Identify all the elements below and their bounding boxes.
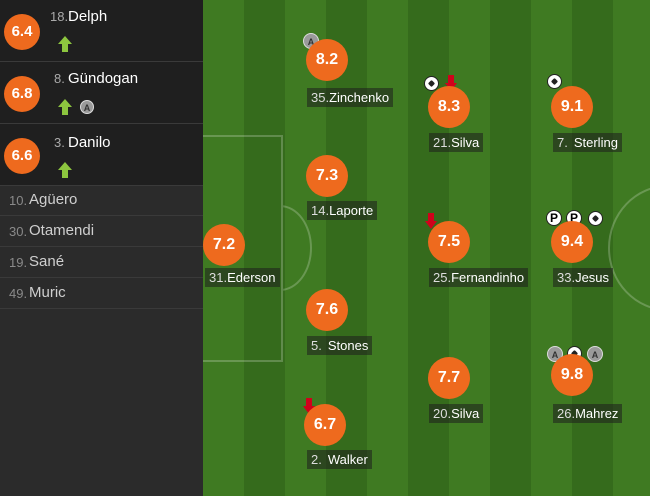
rating-badge: 9.8 bbox=[551, 354, 593, 396]
goal-icon bbox=[547, 74, 562, 89]
shirt-number: 10. bbox=[9, 193, 28, 208]
substitutes-panel: 6.4 18. Delph 6.8 8. Gündogan A 6.6 3. D… bbox=[0, 0, 203, 496]
rating-badge: 6.7 bbox=[304, 404, 346, 446]
player-label: 33.Jesus bbox=[553, 268, 614, 287]
rating-badge: 8.3 bbox=[428, 86, 470, 128]
player-name: Silva bbox=[451, 135, 480, 150]
player-name: Agüero bbox=[29, 191, 78, 208]
shirt-number: 8. bbox=[54, 71, 65, 86]
pitch: 7.2 31.Ederson A 8.2 35.Zinchenko 7.3 14… bbox=[203, 0, 650, 496]
shirt-number: 19. bbox=[9, 255, 28, 270]
sub-on-icon bbox=[58, 36, 72, 52]
player-name: Walker bbox=[327, 452, 368, 467]
player-name: Danilo bbox=[68, 134, 111, 151]
player-name: Zinchenko bbox=[329, 90, 390, 105]
player-label: 26.Mahrez bbox=[553, 404, 623, 423]
assist-icon: A bbox=[80, 100, 94, 114]
player-name: Ederson bbox=[227, 270, 276, 285]
player-name: Mahrez bbox=[575, 406, 619, 421]
shirt-number: 49. bbox=[9, 286, 28, 301]
sub-on-icon bbox=[58, 162, 72, 178]
player-label: 2. Walker bbox=[307, 450, 372, 469]
player-name: Jesus bbox=[575, 270, 610, 285]
shirt-number: 20. bbox=[433, 406, 452, 421]
penalty-icon: P bbox=[546, 210, 562, 226]
shirt-number: 30. bbox=[9, 224, 28, 239]
rating-badge: 7.3 bbox=[306, 155, 348, 197]
goal-icon bbox=[588, 211, 603, 226]
player-label: 20.Silva bbox=[429, 404, 484, 423]
rating-badge: 6.8 bbox=[4, 76, 40, 112]
shirt-number: 7. bbox=[557, 135, 568, 150]
player-label: 35.Zinchenko bbox=[307, 88, 394, 107]
player-name: Silva bbox=[451, 406, 480, 421]
player-name: Fernandinho bbox=[451, 270, 525, 285]
center-circle bbox=[608, 185, 650, 311]
shirt-number: 3. bbox=[54, 135, 65, 150]
player-name: Otamendi bbox=[29, 222, 95, 239]
penalty-box bbox=[203, 135, 283, 362]
shirt-number: 18. bbox=[50, 9, 69, 24]
rating-badge: 9.4 bbox=[551, 221, 593, 263]
shirt-number: 5. bbox=[311, 338, 322, 353]
sub-on-icon bbox=[58, 99, 72, 115]
assist-icon: A bbox=[587, 346, 603, 362]
sub-row[interactable]: 6.6 3. Danilo bbox=[0, 124, 203, 186]
rating-badge: 8.2 bbox=[306, 39, 348, 81]
shirt-number: 26. bbox=[557, 406, 576, 421]
bench-row[interactable]: 10. Agüero bbox=[0, 186, 203, 216]
player-label: 5. Stones bbox=[307, 336, 373, 355]
bench-row[interactable]: 19. Sané bbox=[0, 248, 203, 278]
shirt-number: 25. bbox=[433, 270, 452, 285]
bench-row[interactable]: 49. Muric bbox=[0, 279, 203, 309]
rating-badge: 6.6 bbox=[4, 138, 40, 174]
player-name: Laporte bbox=[329, 203, 374, 218]
player-label: 14.Laporte bbox=[307, 201, 378, 220]
player-label: 21.Silva bbox=[429, 133, 484, 152]
shirt-number: 31. bbox=[209, 270, 228, 285]
shirt-number: 35. bbox=[311, 90, 330, 105]
rating-badge: 6.4 bbox=[4, 14, 40, 50]
rating-badge: 7.7 bbox=[428, 357, 470, 399]
player-label: 25.Fernandinho bbox=[429, 268, 529, 287]
rating-badge: 7.2 bbox=[203, 224, 245, 266]
shirt-number: 2. bbox=[311, 452, 322, 467]
bench-row[interactable]: 30. Otamendi bbox=[0, 217, 203, 247]
shirt-number: 14. bbox=[311, 203, 330, 218]
shirt-number: 21. bbox=[433, 135, 452, 150]
player-label: 7. Sterling bbox=[553, 133, 622, 152]
player-name: Stones bbox=[327, 338, 369, 353]
player-name: Gündogan bbox=[68, 70, 139, 87]
rating-badge: 7.5 bbox=[428, 221, 470, 263]
player-name: Sané bbox=[29, 253, 65, 270]
sub-row[interactable]: 6.8 8. Gündogan A bbox=[0, 62, 203, 124]
sub-row[interactable]: 6.4 18. Delph bbox=[0, 0, 203, 62]
player-name: Sterling bbox=[573, 135, 618, 150]
rating-badge: 7.6 bbox=[306, 289, 348, 331]
shirt-number: 33. bbox=[557, 270, 576, 285]
rating-badge: 9.1 bbox=[551, 86, 593, 128]
goal-icon bbox=[424, 76, 439, 91]
player-name: Delph bbox=[68, 8, 108, 25]
player-name: Muric bbox=[29, 284, 66, 301]
player-label: 31.Ederson bbox=[205, 268, 280, 287]
sub-off-icon bbox=[425, 213, 437, 229]
